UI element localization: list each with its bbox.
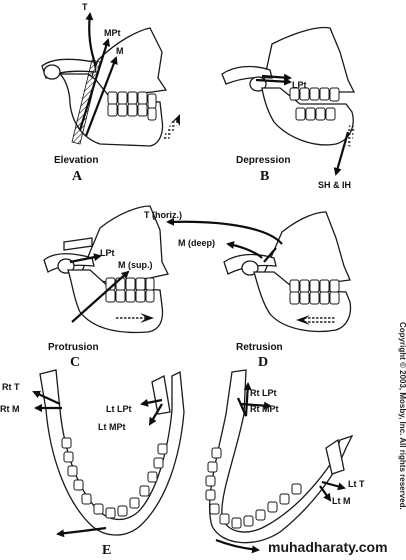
panel-a-mouth-arrow [162,118,179,142]
panel-c: LPt M (sup.) Protrusion C [43,205,169,370]
panel-a-plate-letter: A [72,169,83,184]
panel-d-label-t-horiz: T (horiz.) [144,210,182,220]
panel-b-sh-ih-arrow [333,131,350,176]
watermark: muhadharaty.com [268,539,388,555]
panel-b-lpt-arrow-2 [261,73,292,82]
panel-d-plate-letter: D [258,355,268,370]
copyright-notice: Copyright © 2003, Mosby, Inc. All rights… [398,322,406,510]
panel-d-t-horiz-arrow [166,217,283,245]
panel-e-label-rt-mpt: Rt MPt [250,404,279,414]
panel-a: T MPt M Elevation A [41,2,180,184]
panel-e-label-lt-m: Lt M [332,496,351,506]
panel-e-left-coronoid [151,375,171,415]
panel-c-caption: Protrusion [48,342,99,353]
panel-a-t-arrow [85,12,98,67]
panel-a-condyle [43,64,61,80]
panel-e-right-teeth [205,447,302,529]
panel-a-m-arrow [84,56,118,137]
panel-e-left-shift-arrow [56,526,107,538]
panel-e-plate-letter: E [102,543,111,558]
panel-d-label-m-deep: M (deep) [178,238,215,248]
panel-e-label-lt-t: Lt T [348,479,365,489]
panel-c-plate-letter: C [70,355,80,370]
panel-b: LPt SH & IH Depression B [221,26,356,190]
panel-d-m-deep-arrow [226,241,263,259]
panel-b-label-lpt: LPt [292,80,307,90]
panel-e-rt-mpt-arrow [239,401,272,410]
panel-b-maxilla [261,26,356,97]
panel-e-mandible-right [208,369,354,544]
panel-a-label-t: T [82,2,88,12]
panel-c-teeth [105,277,155,303]
panel-a-masseter-band [71,59,101,145]
panel-e-rt-t-arrow [32,390,61,405]
panel-c-lpt-pterygoid [63,237,93,251]
panel-e-lt-mpt-arrow [148,403,163,426]
panel-e: Rt T Rt M Lt LPt Lt MPt Rt LPt Rt MPt Lt [0,369,365,558]
panel-e-label-rt-t: Rt T [2,382,20,392]
panel-e-label-rt-m: Rt M [0,404,20,414]
panel-b-lpt-arrow [255,77,292,86]
panel-b-zygomatic-arch [221,65,273,85]
panel-a-mpt-arrow [78,38,111,131]
panel-a-label-m: M [116,46,124,56]
panel-e-lt-lpt-arrow [140,398,163,407]
panel-e-label-lt-mpt: Lt MPt [98,422,126,432]
panel-b-caption: Depression [236,155,290,166]
panel-e-label-lt-lpt: Lt LPt [106,404,132,414]
panel-b-mouth-arrow [345,125,355,147]
panel-c-lpt-arrow [69,253,102,264]
panel-d-caption: Retrusion [236,342,283,353]
panel-c-label-m-sup: M (sup.) [118,260,153,270]
panel-b-label-sh-ih: SH & IH [318,180,351,190]
panel-c-label-lpt: LPt [100,248,115,258]
panel-e-right-shift-arrow [215,538,260,554]
panel-b-teeth [289,87,340,121]
panel-c-m-arrow [71,270,130,323]
panel-e-lt-m-arrow [319,485,332,502]
panel-e-lt-t-arrow [321,480,346,491]
panel-d-teeth [289,279,340,305]
panel-e-label-rt-lpt: Rt LPt [250,388,277,398]
panel-e-left-teeth [61,437,168,519]
panel-a-label-mpt: MPt [104,28,121,38]
panel-e-right-coronoid [325,438,345,475]
panel-d-m-deep-arrow-2 [263,247,277,263]
panel-a-caption: Elevation [54,155,98,166]
panel-a-teeth [107,91,157,121]
panel-d: T (horiz.) M (deep) Retrusion D [144,210,352,370]
panel-b-plate-letter: B [260,169,269,184]
